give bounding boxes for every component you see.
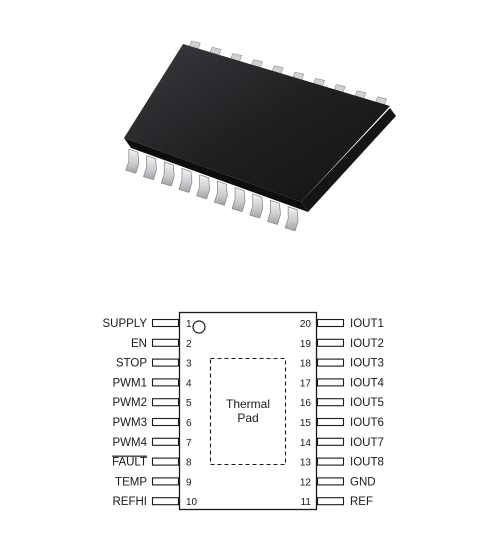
lead-bottom-5 [196,174,211,200]
pin-pad-19 [316,338,345,347]
pin-name-13: IOUT8 [350,457,384,469]
pin-number-8: 8 [186,458,192,469]
pin-pad-9 [151,477,180,486]
pin-number-9: 9 [186,477,192,488]
pin-pad-11 [316,497,345,506]
pin-number-16: 16 [300,398,312,409]
pin1-marker-icon [192,320,206,334]
chip-body-side-right [301,108,396,212]
pin-pad-6 [151,417,180,427]
pin-pad-14 [316,437,345,446]
pin-number-6: 6 [186,418,192,429]
pin-name-1: SUPPLY [102,318,147,330]
pin-number-3: 3 [186,359,192,370]
pin-number-18: 18 [300,359,312,370]
pin-pad-5 [151,398,180,407]
lead-bottom-10 [284,206,299,232]
chip-body-top [124,44,390,202]
pin-name-7: PWM4 [113,437,148,449]
pin-number-17: 17 [300,378,312,389]
pin-name-9: TEMP [115,476,147,488]
pin-pad-20 [316,318,345,328]
pin-number-2: 2 [186,339,192,350]
thermal-pad-label-line1: Thermal [226,397,270,411]
pin-number-19: 19 [300,339,312,350]
pin-number-13: 13 [300,458,312,469]
pin-pad-17 [316,378,345,387]
lead-bottom-2 [143,155,157,181]
pin-name-5: PWM2 [113,397,148,409]
pin-number-15: 15 [300,418,312,429]
chip-body-side [124,138,308,212]
pin-name-14: IOUT7 [350,437,384,449]
lead-bottom-8 [249,193,264,219]
pin-pad-15 [316,417,345,427]
thermal-pad-label-line2: Pad [237,411,258,425]
pin-name-12: GND [350,476,376,488]
pin-number-12: 12 [300,477,312,488]
pin-number-5: 5 [186,398,192,409]
pin-number-7: 7 [186,438,192,449]
pin-pad-10 [151,497,180,506]
pin-pad-3 [151,358,180,367]
pin-name-3: STOP [116,358,147,370]
pin-pad-18 [316,358,345,367]
lead-bottom-6 [213,180,228,206]
pin-number-11: 11 [301,497,312,508]
pin-name-15: IOUT6 [350,417,384,429]
pin-pad-2 [151,338,180,347]
pin-name-4: PWM1 [113,377,148,389]
lead-bottom-3 [160,161,175,187]
pin-number-20: 20 [300,319,312,330]
pin-name-16: IOUT5 [350,397,384,409]
pin-name-8: FAULT [112,457,147,469]
pin-number-14: 14 [300,438,312,449]
lead-bottom-7 [231,187,246,213]
pin-name-6: PWM3 [113,417,148,429]
pin-pad-4 [151,378,180,387]
pin-name-20: IOUT1 [350,318,384,330]
lead-bottom-4 [178,167,193,193]
thermal-pad [209,357,287,466]
pin-name-2: EN [131,338,147,350]
pin-pad-12 [316,477,345,486]
pin-pad-16 [316,398,345,407]
lead-bottom-9 [267,199,281,225]
pin-pad-1 [151,318,180,328]
pin-name-17: IOUT4 [350,377,384,389]
pin-name-11: REF [350,496,373,508]
lead-bottom-1 [125,148,140,174]
pin-name-10: REFHI [113,496,148,508]
package-outline [178,311,318,511]
pin-number-1: 1 [186,319,192,330]
pin-number-4: 4 [186,378,192,389]
pin-pad-8 [151,457,180,466]
pin-name-18: IOUT3 [350,358,384,370]
bottom-leads [125,148,299,232]
pin-pad-7 [151,437,180,446]
pin-number-10: 10 [186,497,198,508]
pin-pad-13 [316,457,345,466]
pin-name-19: IOUT2 [350,338,384,350]
